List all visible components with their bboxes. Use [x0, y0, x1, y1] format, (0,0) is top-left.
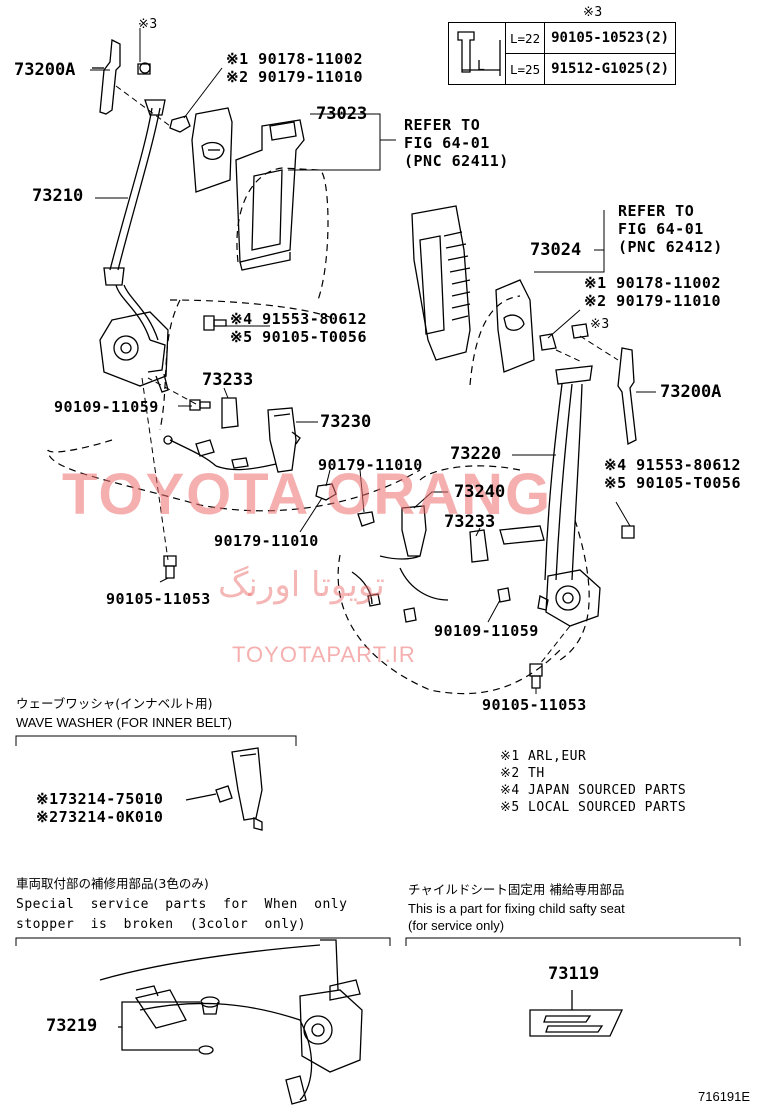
label-mark3-right: ※3	[590, 317, 610, 332]
wave-washer-title-jp: ウェーブワッシャ(インナベルト用)	[16, 696, 213, 711]
child-seat-title-jp: チャイルドシート固定用 補給専用部品	[408, 882, 625, 897]
section-brackets	[15, 735, 741, 946]
label-pair1-right-a[interactable]: ※1 90178-11002	[584, 274, 721, 292]
watermark-site: TOYOTAPART.IR	[232, 642, 416, 667]
label-90105-right[interactable]: 90105-11053	[482, 696, 587, 714]
label-pair1-left-b[interactable]: ※2 90179-11010	[226, 68, 363, 86]
table-picture-cell: L	[448, 22, 506, 85]
left-retractor	[99, 311, 169, 393]
note-2: ※2 TH	[500, 766, 545, 781]
buckle-73230	[163, 407, 301, 473]
label-pair1-left-a[interactable]: ※1 90178-11002	[226, 50, 363, 68]
right-retractor	[537, 569, 601, 627]
right-belt-guide	[499, 525, 545, 545]
buckle-73240	[351, 505, 449, 623]
refer1-line1: REFER TO	[404, 116, 481, 134]
child-seat-plate	[529, 990, 624, 1037]
label-90179-mid[interactable]: 90179-11010	[318, 456, 423, 474]
stopper-title-jp: 車両取付部の補修用部品(3色のみ)	[16, 876, 209, 891]
label-73200a-right[interactable]: 73200A	[660, 382, 722, 402]
note-4: ※4 JAPAN SOURCED PARTS	[500, 783, 687, 798]
label-73210[interactable]: 73210	[32, 186, 84, 206]
refer1-line3: (PNC 62411)	[404, 152, 509, 170]
label-pair4-right-a[interactable]: ※4 91553-80612	[604, 456, 741, 474]
refer2-line1: REFER TO	[618, 202, 695, 220]
label-73119[interactable]: 73119	[548, 964, 600, 984]
label-90105-left[interactable]: 90105-11053	[106, 590, 211, 608]
right-belt-webbing-73220	[544, 365, 593, 581]
watermark-persian: تویوتا اورنگ	[218, 565, 385, 605]
table-length-cell: L=22	[504, 22, 546, 54]
refer1-line2: FIG 64-01	[404, 134, 490, 152]
label-90109-right[interactable]: 90109-11059	[434, 622, 539, 640]
label-mark3-left: ※3	[138, 17, 158, 32]
table-header-mark: ※3	[583, 5, 603, 20]
left-nut	[169, 115, 191, 133]
table-row: L=25 91512-G1025(2)	[449, 53, 677, 85]
child-seat-title-en1: This is a part for fixing child safty se…	[408, 901, 625, 916]
stopper-section	[99, 939, 363, 1105]
right-anchor-73200a	[539, 323, 637, 445]
watermark-main: TOYOTA ORANG	[62, 462, 553, 527]
table-part-cell: 90105-10523(2)	[544, 22, 677, 54]
cover-73233-left	[221, 397, 239, 429]
table-row: L L=22 90105-10523(2)	[448, 22, 677, 85]
left-anchor-73200a	[92, 38, 151, 115]
table-part-cell: 91512-G1025(2)	[544, 53, 677, 85]
right-trim-piece	[495, 279, 535, 373]
wave-washer-buckle	[185, 747, 263, 831]
left-seatback-pad	[235, 119, 305, 271]
bolt-length-table: L L=22 90105-10523(2) L=25 91512-G1025(2…	[448, 22, 677, 85]
note-5: ※5 LOCAL SOURCED PARTS	[500, 800, 687, 815]
left-belt-webbing-73210	[103, 99, 166, 341]
cover-73233-right	[469, 529, 489, 563]
stopper-title-en1: Special service parts for When only	[16, 897, 348, 912]
label-pair4-left-b[interactable]: ※5 90105-T0056	[230, 328, 367, 346]
label-73200a-left[interactable]: 73200A	[14, 60, 76, 80]
stopper-title-en2: stopper is broken (3color only)	[16, 917, 307, 932]
table-length-cell: L=25	[504, 53, 546, 85]
label-73214-0k010[interactable]: ※273214-0K010	[36, 808, 164, 826]
label-73233-right[interactable]: 73233	[444, 512, 496, 532]
label-pair4-left-a[interactable]: ※4 91553-80612	[230, 310, 367, 328]
refer2-line3: (PNC 62412)	[618, 238, 723, 256]
label-73214-75010[interactable]: ※173214-75010	[36, 790, 164, 808]
label-73023[interactable]: 73023	[316, 104, 368, 124]
pillar-trim-73023	[191, 107, 233, 193]
label-73219[interactable]: 73219	[46, 1016, 98, 1036]
label-90109-left[interactable]: 90109-11059	[54, 398, 159, 416]
label-pair4-right-b[interactable]: ※5 90105-T0056	[604, 474, 741, 492]
refer2-line2: FIG 64-01	[618, 220, 704, 238]
figure-id: 716191E	[698, 1089, 751, 1104]
label-73220[interactable]: 73220	[450, 444, 502, 464]
label-73230[interactable]: 73230	[320, 412, 372, 432]
leader-lines	[90, 28, 656, 694]
pillar-trim-73024	[411, 205, 471, 361]
dimension-label: L	[477, 59, 486, 74]
label-90179-low[interactable]: 90179-11010	[214, 532, 319, 550]
label-73024[interactable]: 73024	[530, 240, 582, 260]
note-1: ※1 ARL,EUR	[500, 749, 587, 764]
right-seat-outline	[337, 295, 590, 695]
child-seat-title-en2: (for service only)	[408, 918, 505, 933]
label-73240[interactable]: 73240	[454, 482, 506, 502]
label-pair1-right-b[interactable]: ※2 90179-11010	[584, 292, 721, 310]
wave-washer-title-en: WAVE WASHER (FOR INNER BELT)	[16, 715, 232, 730]
right-bolts	[497, 525, 635, 689]
label-73233-left[interactable]: 73233	[202, 370, 254, 390]
dash-centerlines	[115, 85, 619, 665]
center-nuts	[315, 483, 375, 527]
